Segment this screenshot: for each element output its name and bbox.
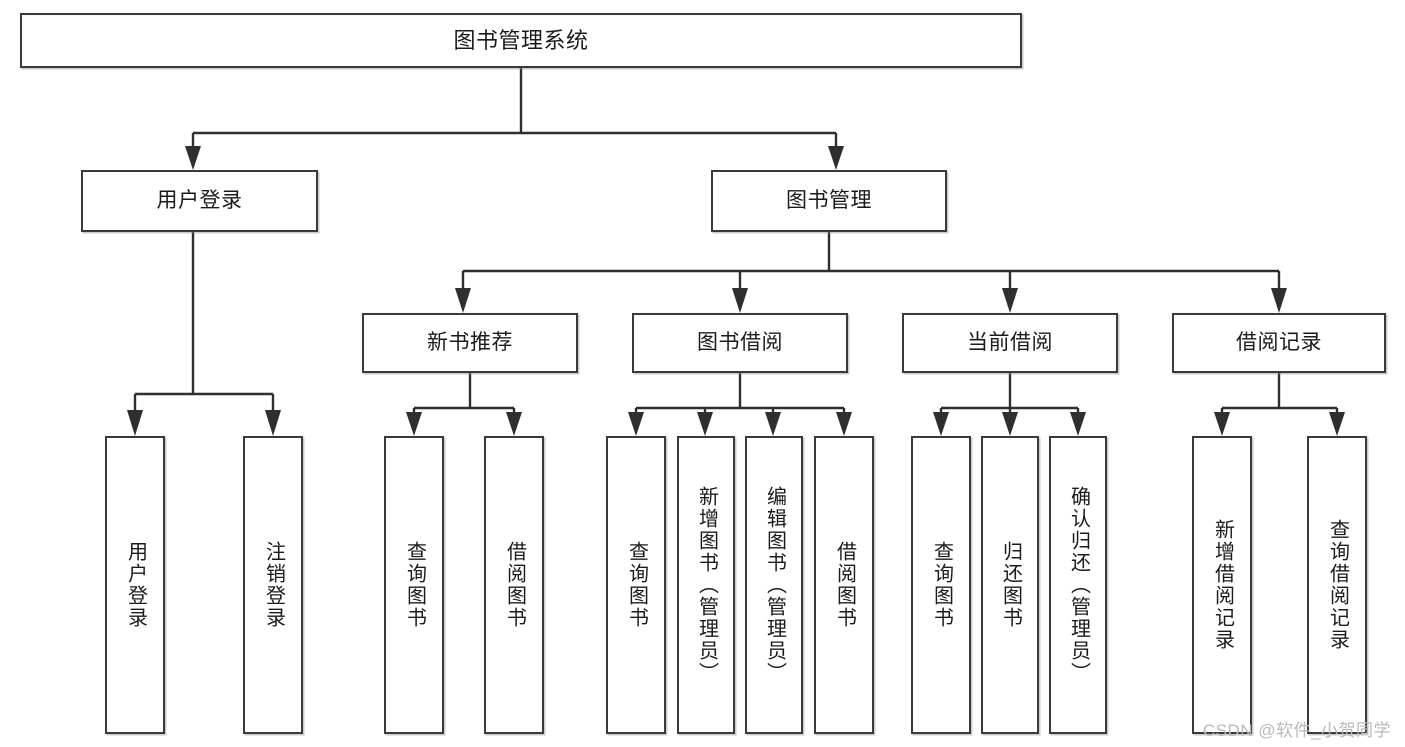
- leaf-query-book-recommend[interactable]: 查询图书: [384, 436, 444, 734]
- node-book-management[interactable]: 图书管理: [711, 170, 947, 232]
- leaf-user-login[interactable]: 用户登录: [105, 436, 165, 734]
- node-label: 当前借阅: [967, 330, 1053, 354]
- leaf-borrow-book[interactable]: 借阅图书: [814, 436, 874, 734]
- node-label: 新增图书（管理员）: [695, 486, 718, 684]
- leaf-query-book-borrow[interactable]: 查询图书: [606, 436, 666, 734]
- node-label: 图书管理系统: [453, 27, 589, 53]
- node-label: 查询图书: [403, 541, 426, 629]
- node-current-borrow[interactable]: 当前借阅: [902, 313, 1118, 373]
- node-label: 新增借阅记录: [1211, 519, 1234, 651]
- node-label: 借阅图书: [503, 541, 526, 629]
- node-label: 借阅图书: [833, 541, 856, 629]
- csdn-watermark: CSDN @软件_小贺同学: [1202, 721, 1391, 740]
- leaf-add-book-admin[interactable]: 新增图书（管理员）: [677, 436, 735, 734]
- node-user-login[interactable]: 用户登录: [81, 170, 318, 232]
- leaf-logout-login[interactable]: 注销登录: [243, 436, 303, 734]
- leaf-add-borrow-record[interactable]: 新增借阅记录: [1192, 436, 1252, 734]
- node-label: 用户登录: [156, 188, 243, 212]
- node-label: 编辑图书（管理员）: [763, 486, 786, 684]
- node-book-management-system[interactable]: 图书管理系统: [20, 13, 1022, 68]
- node-label: 新书推荐: [427, 330, 513, 354]
- node-new-book-recommend[interactable]: 新书推荐: [362, 313, 578, 373]
- node-label: 借阅记录: [1236, 330, 1322, 354]
- node-label: 确认归还（管理员）: [1067, 486, 1090, 684]
- node-label: 注销登录: [262, 541, 285, 629]
- leaf-edit-book-admin[interactable]: 编辑图书（管理员）: [745, 436, 803, 734]
- leaf-borrow-book-recommend[interactable]: 借阅图书: [484, 436, 544, 734]
- leaf-query-book-current[interactable]: 查询图书: [911, 436, 971, 734]
- leaf-query-borrow-record[interactable]: 查询借阅记录: [1307, 436, 1367, 734]
- node-label: 用户登录: [124, 541, 147, 629]
- node-label: 图书借阅: [697, 330, 783, 354]
- node-label: 图书管理: [786, 188, 872, 212]
- leaf-return-book[interactable]: 归还图书: [981, 436, 1039, 734]
- leaf-confirm-return-admin[interactable]: 确认归还（管理员）: [1049, 436, 1107, 734]
- node-book-borrow[interactable]: 图书借阅: [632, 313, 848, 373]
- node-label: 归还图书: [999, 541, 1022, 629]
- node-label: 查询图书: [930, 541, 953, 629]
- node-borrow-record[interactable]: 借阅记录: [1172, 313, 1386, 373]
- node-label: 查询图书: [625, 541, 648, 629]
- node-label: 查询借阅记录: [1326, 519, 1349, 651]
